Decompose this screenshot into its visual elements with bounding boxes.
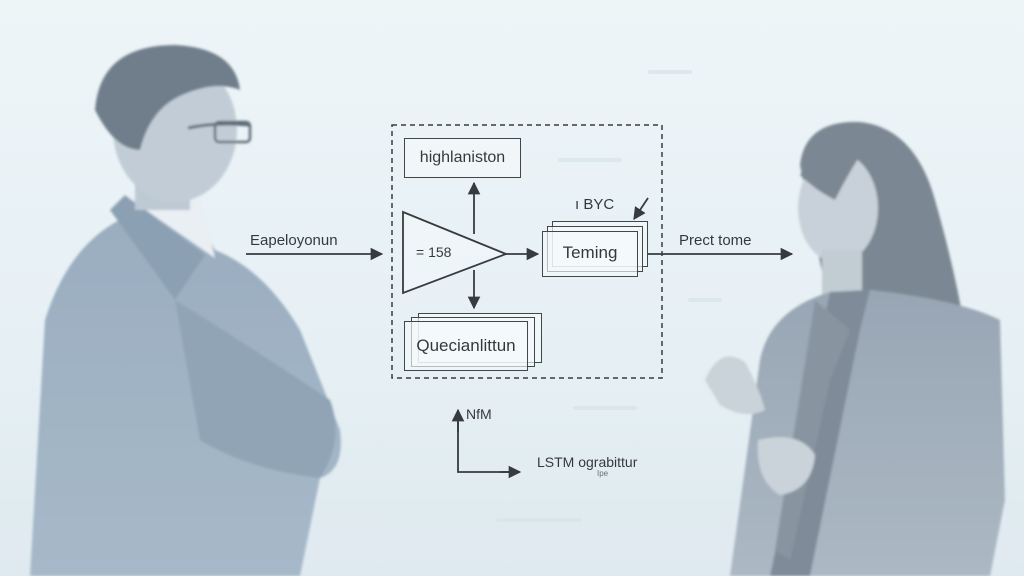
- stack-box-label: Teming: [562, 243, 618, 262]
- axis-y-label: NfM: [466, 406, 492, 422]
- man-left: [30, 45, 341, 576]
- axis-x-label: LSTM ograbittur: [537, 454, 638, 470]
- dashed-group-frame: [391, 124, 663, 379]
- triangle-block: [402, 210, 509, 295]
- faint-scribbles: [496, 70, 722, 522]
- stack-box-front: [542, 231, 638, 277]
- top-box-label: highlaniston: [419, 149, 506, 166]
- woman-right: [705, 121, 1005, 576]
- bottom-box-label: Quecianlittun: [416, 336, 516, 355]
- top-box: [404, 138, 521, 178]
- triangle-label: = 158: [416, 244, 452, 260]
- stack-box-tag: ı BYC: [575, 196, 615, 213]
- axis-x-sublabel: Ipe: [597, 469, 609, 478]
- tag-pointer: [633, 197, 649, 221]
- bottom-box-front: [404, 321, 528, 371]
- output-label: Prect tome: [679, 232, 752, 249]
- input-label: Eapeloyonun: [250, 232, 338, 249]
